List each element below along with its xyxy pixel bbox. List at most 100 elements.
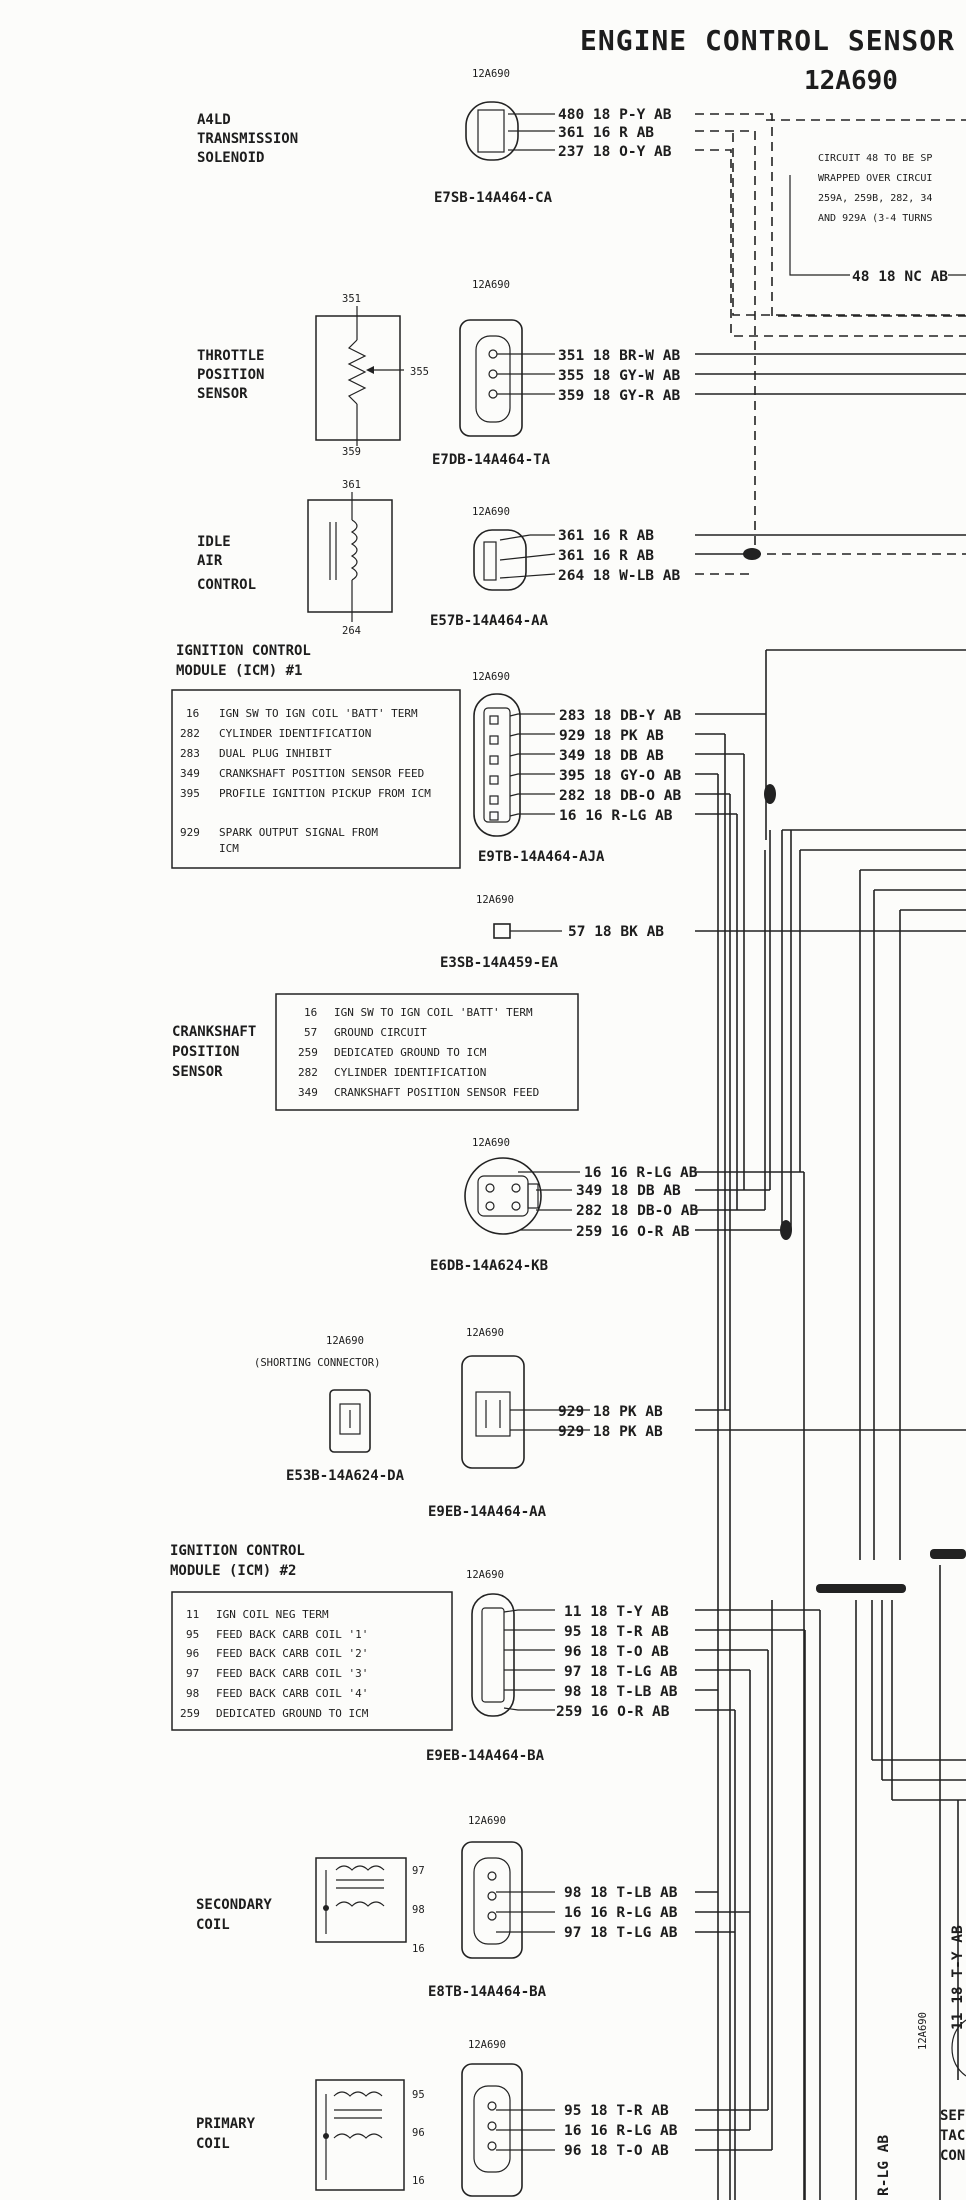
ground-connector: 12A690 57 18 BK AB E3SB-14A459-EA [440,894,966,971]
legend-num: 282 [180,727,200,740]
connector-ref: 12A690 [468,2039,506,2051]
part-number: E6DB-14A624-KB [430,1258,548,1274]
wire-label: 282 18 DB-O AB [576,1203,698,1219]
component-name: SECONDARY [196,1897,272,1913]
part-number: E7DB-14A464-TA [432,452,551,468]
legend-num: 349 [298,1086,318,1099]
shorting-connector: 12A690 (SHORTING CONNECTOR) E53B-14A624-… [254,1335,405,1484]
wire-label: 259 16 O-R AB [556,1704,670,1720]
note-line: CIRCUIT 48 TO BE SP [818,153,932,164]
connector-icon [464,1157,542,1235]
legend-desc: IGN SW TO IGN COIL 'BATT' TERM [334,1006,533,1019]
legend-desc: DEDICATED GROUND TO ICM [334,1046,487,1059]
note-line: AND 929A (3-4 TURNS [818,213,932,224]
throttle-position-sensor: THROTTLE POSITION SENSOR 351 355 359 12A… [197,279,966,468]
connector-icon [473,693,521,837]
wire-label: 395 18 GY-O AB [559,768,681,784]
connector-ref: 12A690 [472,68,510,80]
cutoff-text: SEF [940,2108,965,2124]
coil-symbol [315,1857,407,1943]
wire-label: 57 18 BK AB [568,924,664,940]
legend-box [275,993,579,1111]
legend-desc: CRANKSHAFT POSITION SENSOR FEED [219,767,424,780]
wire-label: 929 18 PK AB [559,728,664,744]
part-number: E9EB-14A464-BA [426,1748,545,1764]
ignition-control-module-2: IGNITION CONTROL MODULE (ICM) #2 11 IGN … [170,1543,678,1764]
pin-label: 16 [412,2175,425,2187]
part-number: E3SB-14A459-EA [440,955,559,971]
legend-num: 283 [180,747,200,760]
wire-label: 96 18 T-O AB [564,1644,669,1660]
connector-icon [493,923,511,939]
ckp-legend: 16 IGN SW TO IGN COIL 'BATT' TERM 57 GRO… [298,1006,539,1099]
connector-ref: 12A690 [466,1569,504,1581]
component-name: SENSOR [172,1064,223,1080]
wire-stubs [695,713,820,2151]
legend-num: 95 [186,1628,199,1641]
icm1-legend: 16 IGN SW TO IGN COIL 'BATT' TERM 282 CY… [180,707,431,855]
legend-desc: CYLINDER IDENTIFICATION [219,727,371,740]
legend-desc: CYLINDER IDENTIFICATION [334,1066,486,1079]
legend-desc: DEDICATED GROUND TO ICM [216,1707,369,1720]
legend-desc: DUAL PLUG INHIBIT [219,747,332,760]
wire-label: 282 18 DB-O AB [559,788,681,804]
component-name: IGNITION CONTROL [176,643,311,659]
pin-label: 355 [410,366,429,378]
note-line: 259A, 259B, 282, 34 [818,193,932,204]
connector-ref: 12A690 [468,1815,506,1827]
legend-desc: IGN COIL NEG TERM [216,1608,329,1621]
legend-num: 395 [180,787,200,800]
pin-label: 95 [412,2089,425,2101]
component-name: POSITION [197,367,264,383]
legend-desc: GROUND CIRCUIT [334,1026,427,1039]
vertical-wires [717,649,966,2200]
component-name: IGNITION CONTROL [170,1543,305,1559]
pin-label: 98 [412,1904,425,1916]
legend-num: 96 [186,1647,199,1660]
pin-label: 96 [412,2127,425,2139]
ignition-control-module-1: IGNITION CONTROL MODULE (ICM) #1 16 IGN … [171,643,681,869]
pin-label: 359 [342,446,361,458]
wire-label: 97 18 T-LG AB [564,1925,678,1941]
diagram-subtitle: 12A690 [804,66,898,96]
legend-desc: FEED BACK CARB COIL '3' [216,1667,368,1680]
wire-label: 361 16 R AB [558,125,654,141]
primary-coil: PRIMARY COIL 95 96 16 12A690 95 18 T-R A… [196,2039,678,2197]
legend-num: 929 [180,826,200,839]
connector-ref: 12A690 [476,894,514,906]
wire-label: 16 16 R-LG AB [584,1165,698,1181]
connector-ref: 12A690 [472,671,510,683]
legend-desc: FEED BACK CARB COIL '1' [216,1628,368,1641]
vertical-connector-ref: 12A690 [917,2012,929,2050]
wire-label: 95 18 T-R AB [564,1624,669,1640]
connector-ref: 12A690 [472,279,510,291]
component-name: SENSOR [197,386,248,402]
connector-ref: 12A690 [326,1335,364,1347]
wire-label: 16 16 R-LG AB [564,2123,678,2139]
wire-label: 237 18 O-Y AB [558,144,672,160]
component-name: MODULE (ICM) #1 [176,663,302,679]
legend-desc: SPARK OUTPUT SIGNAL FROM [219,826,378,839]
connector-icon [461,1355,525,1469]
vertical-wire-label: 11 18 T-Y AB [950,1925,966,2030]
connector-ref: 12A690 [466,1327,504,1339]
legend-num: 259 [180,1707,200,1720]
legend-desc: PROFILE IGNITION PICKUP FROM ICM [219,787,431,800]
wire-label: 929 18 PK AB [558,1424,663,1440]
wire-label: 480 18 P-Y AB [558,107,672,123]
component-name: IDLE [197,534,231,550]
pin-label: 97 [412,1865,425,1877]
legend-desc: FEED BACK CARB COIL '4' [216,1687,368,1700]
wire-label: 16 16 R-LG AB [559,808,673,824]
wire-label: 349 18 DB AB [559,748,664,764]
component-name: MODULE (ICM) #2 [170,1563,296,1579]
connector-ref: 12A690 [472,1137,510,1149]
pin-label: 351 [342,293,361,305]
component-name: POSITION [172,1044,239,1060]
legend-num: 57 [304,1026,317,1039]
component-name: CRANKSHAFT [172,1024,256,1040]
pin-label: 16 [412,1943,425,1955]
part-number: E7SB-14A464-CA [434,190,553,206]
component-name: TRANSMISSION [197,131,298,147]
splice-points [764,784,966,1593]
